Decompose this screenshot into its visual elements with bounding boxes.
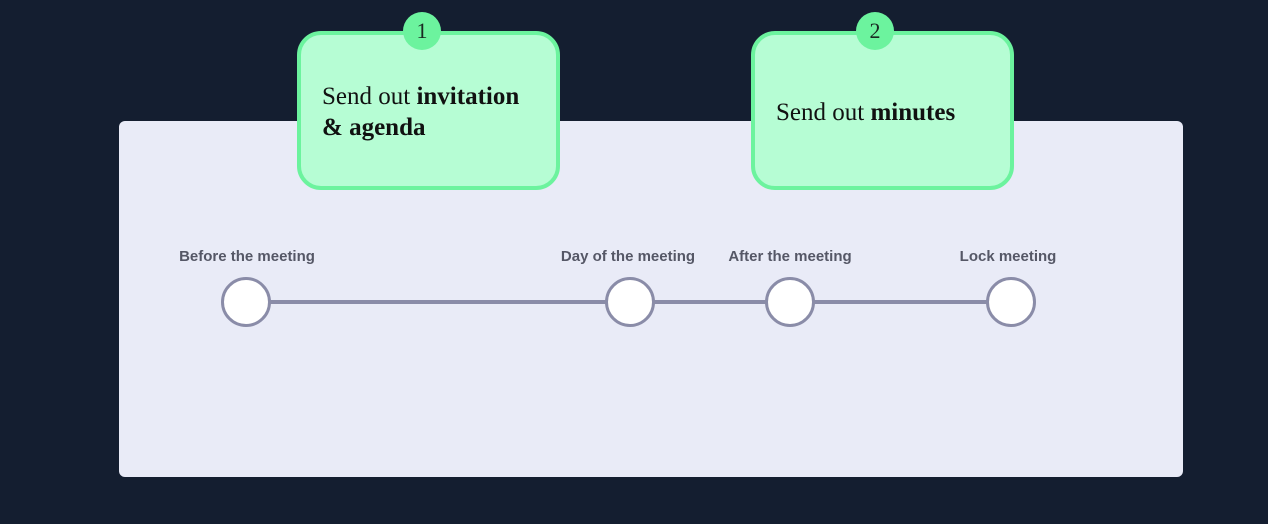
- stage-node-lock[interactable]: [986, 277, 1036, 327]
- task-text-plain: Send out: [776, 99, 871, 126]
- stage-label-day-of: Day of the meeting: [560, 248, 696, 265]
- task-text-plain: Send out: [322, 83, 417, 110]
- task-card-text: Send out invitation & agenda: [322, 81, 538, 143]
- stage-label-before: Before the meeting: [179, 248, 315, 265]
- task-number-badge: 1: [403, 12, 441, 50]
- stage-node-day-of[interactable]: [605, 277, 655, 327]
- task-card-invitation[interactable]: Send out invitation & agenda: [297, 31, 560, 190]
- timeline-connector: [246, 300, 630, 304]
- stage-node-before[interactable]: [221, 277, 271, 327]
- task-text-bold: invitation & agenda: [322, 83, 520, 141]
- task-number-badge: 2: [856, 12, 894, 50]
- timeline-connector: [790, 300, 1011, 304]
- stage-node-after[interactable]: [765, 277, 815, 327]
- task-card-minutes[interactable]: Send out minutes: [751, 31, 1014, 190]
- task-text-bold: minutes: [870, 99, 956, 126]
- stage-label-lock: Lock meeting: [959, 248, 1057, 265]
- timeline-connector: [630, 300, 790, 304]
- task-card-text: Send out minutes: [776, 97, 992, 128]
- stage-label-after: After the meeting: [728, 248, 852, 265]
